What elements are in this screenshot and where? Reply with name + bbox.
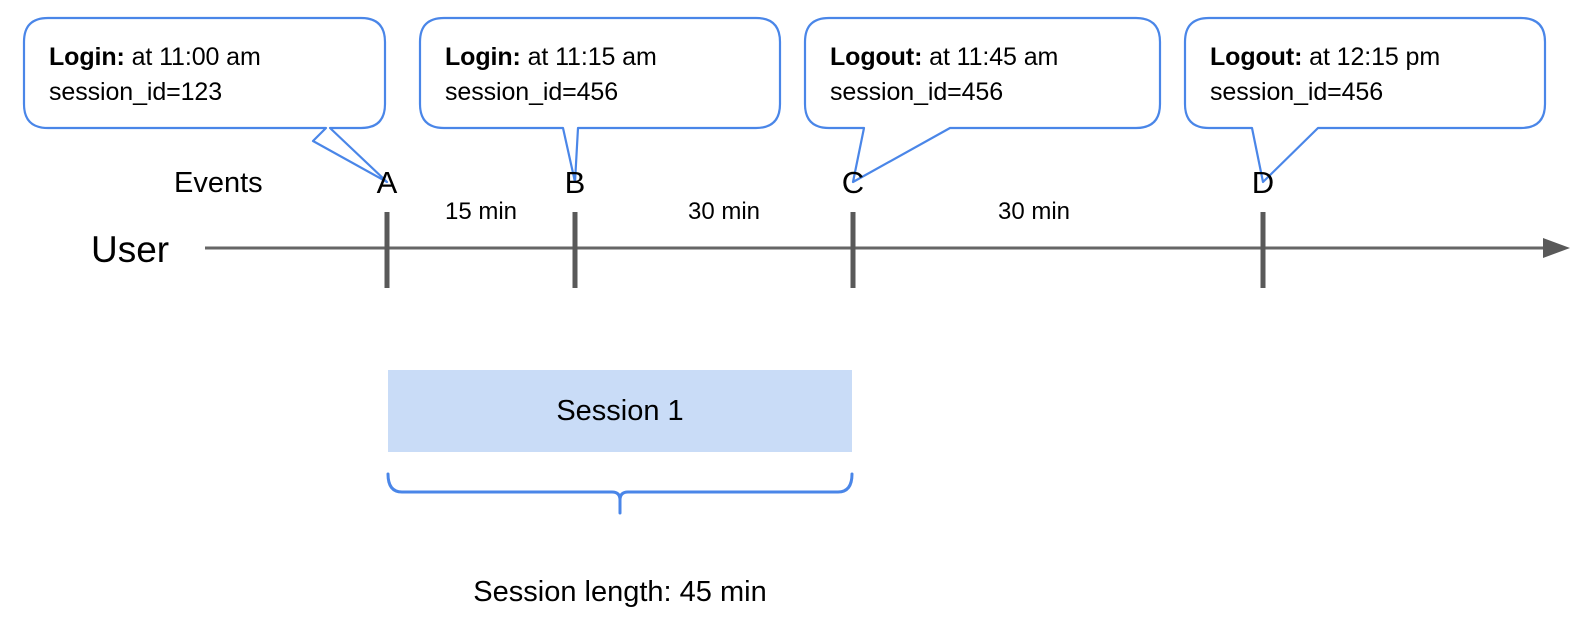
callout-detail-3: at 11:45 am — [922, 43, 1059, 71]
callout-label-3: Logout: — [830, 43, 923, 71]
marker-label-c: C — [841, 165, 865, 200]
callout-detail-1: at 11:00 am — [124, 43, 261, 71]
session-bar: Session 1 — [388, 370, 852, 452]
callout-line1-2: Login: at 11:15 am — [445, 40, 657, 75]
callout-line1-3: Logout: at 11:45 am — [830, 40, 1058, 75]
axis-arrowhead-icon — [1543, 238, 1570, 258]
callout-line1-1: Login: at 11:00 am — [49, 40, 261, 75]
callout-label-1: Login: — [49, 43, 125, 71]
callout-line1-4: Logout: at 12:15 pm — [1210, 40, 1440, 75]
marker-label-b: B — [564, 165, 586, 200]
callout-detail-2: at 11:15 am — [520, 43, 657, 71]
session-brace — [386, 472, 854, 515]
callout-line2-4: session_id=456 — [1210, 77, 1384, 106]
events-row-label: Events — [174, 167, 263, 199]
interval-label-cd: 30 min — [997, 198, 1071, 225]
callout-text-1: Login: at 11:00 am session_id=123 — [49, 40, 261, 109]
marker-label-a: A — [376, 165, 398, 200]
callout-label-2: Login: — [445, 43, 521, 71]
callout-text-4: Logout: at 12:15 pm session_id=456 — [1210, 40, 1440, 109]
callout-line2-3: session_id=456 — [830, 77, 1004, 106]
callout-text-2: Login: at 11:15 am session_id=456 — [445, 40, 657, 109]
callout-line2-2: session_id=456 — [445, 77, 619, 106]
session-length-label: Session length: 45 min — [473, 576, 767, 608]
callout-label-4: Logout: — [1210, 43, 1303, 71]
marker-label-d: D — [1251, 165, 1275, 200]
callout-text-3: Logout: at 11:45 am session_id=456 — [830, 40, 1058, 109]
interval-label-bc: 30 min — [687, 198, 761, 225]
timeline-axis — [205, 238, 1570, 258]
callout-detail-4: at 12:15 pm — [1302, 43, 1441, 71]
session-bar-label: Session 1 — [556, 394, 684, 427]
callout-line2-1: session_id=123 — [49, 77, 223, 106]
interval-label-ab: 15 min — [444, 198, 518, 225]
user-row-label: User — [91, 229, 170, 270]
